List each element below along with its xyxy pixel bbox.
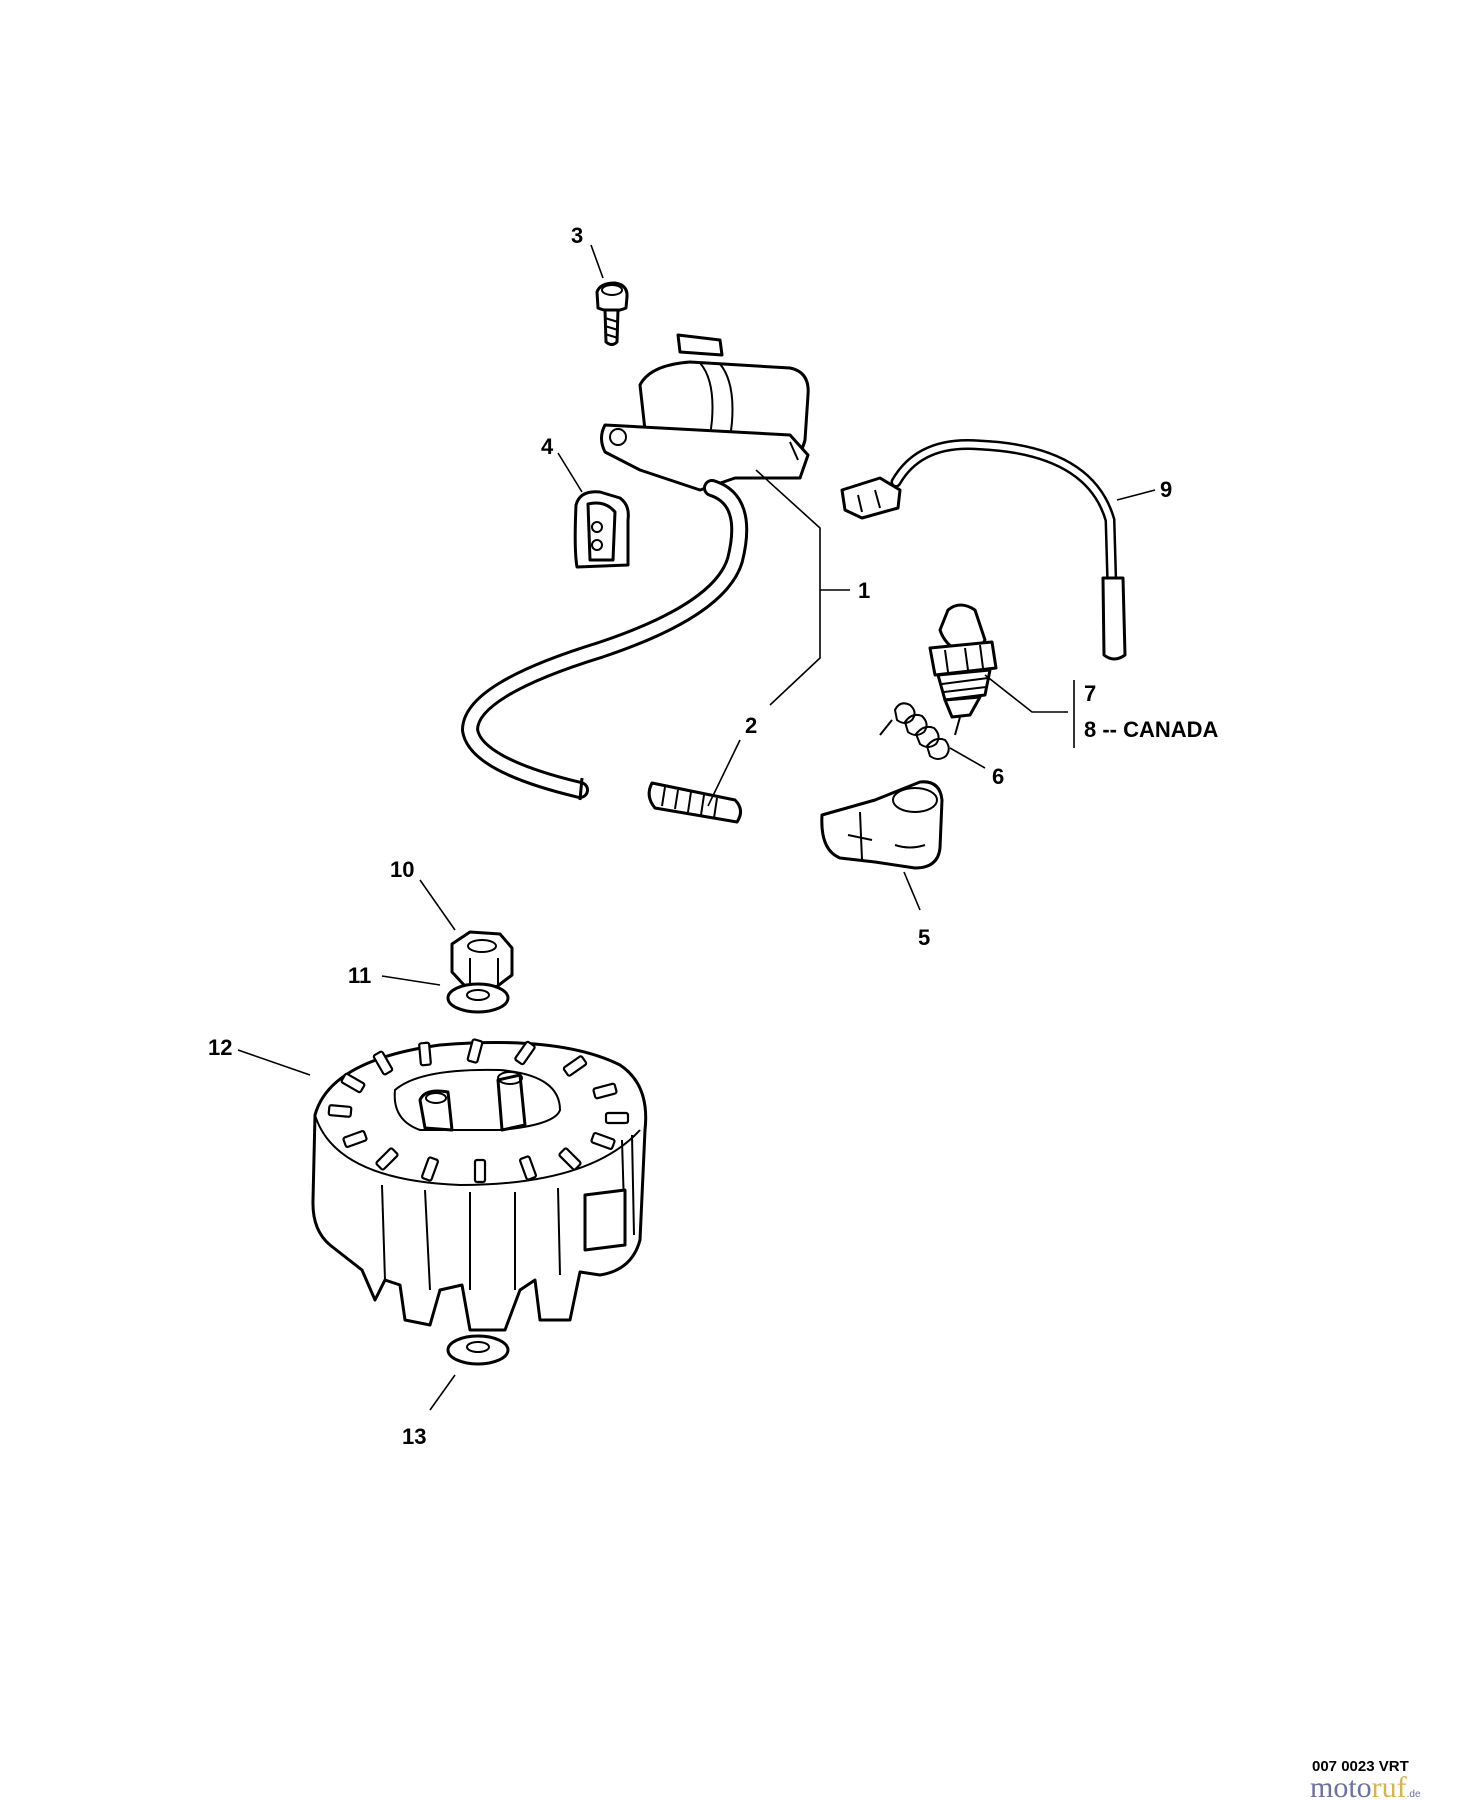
- callout-9: 9: [1160, 477, 1172, 502]
- grommet[interactable]: [573, 490, 630, 569]
- callout-6: 6: [992, 764, 1004, 789]
- washer-upper[interactable]: [446, 982, 510, 1014]
- callout-2: 2: [745, 713, 757, 738]
- callout-labels: 1 2 3 4 5 6 7 8 -- CANADA 9 10 11 12 13: [208, 223, 1219, 1449]
- spark-plug[interactable]: [928, 603, 998, 736]
- screw[interactable]: [595, 281, 629, 346]
- nut[interactable]: [450, 930, 514, 990]
- callout-8: 8 -- CANADA: [1084, 717, 1219, 742]
- callout-7: 7: [1084, 681, 1096, 706]
- spring[interactable]: [879, 702, 950, 760]
- wire-sleeve[interactable]: [647, 781, 742, 824]
- diagram-reference: 007 0023 VRT: [1312, 1758, 1409, 1775]
- ignition-coil[interactable]: [460, 333, 810, 801]
- watermark-part1: moto: [1310, 1771, 1372, 1800]
- washer-lower[interactable]: [446, 1334, 510, 1366]
- callout-1: 1: [858, 578, 870, 603]
- callout-11: 11: [348, 963, 371, 988]
- watermark-suffix: .de: [1407, 1789, 1421, 1800]
- spark-plug-boot[interactable]: [820, 780, 944, 870]
- leader-lines: [237, 244, 1156, 1411]
- callout-3: 3: [571, 223, 583, 248]
- callout-5: 5: [918, 925, 930, 950]
- callout-10: 10: [390, 857, 414, 882]
- watermark-part2: ruf: [1372, 1771, 1407, 1800]
- flywheel[interactable]: [311, 1038, 648, 1332]
- callout-13: 13: [402, 1424, 426, 1449]
- watermark: motoruf.de: [1310, 1771, 1421, 1800]
- footer: 007 0023 VRT motoruf.de: [1310, 1758, 1421, 1800]
- ignition-lead[interactable]: [840, 438, 1127, 661]
- callout-12: 12: [208, 1035, 232, 1060]
- callout-4: 4: [541, 434, 554, 459]
